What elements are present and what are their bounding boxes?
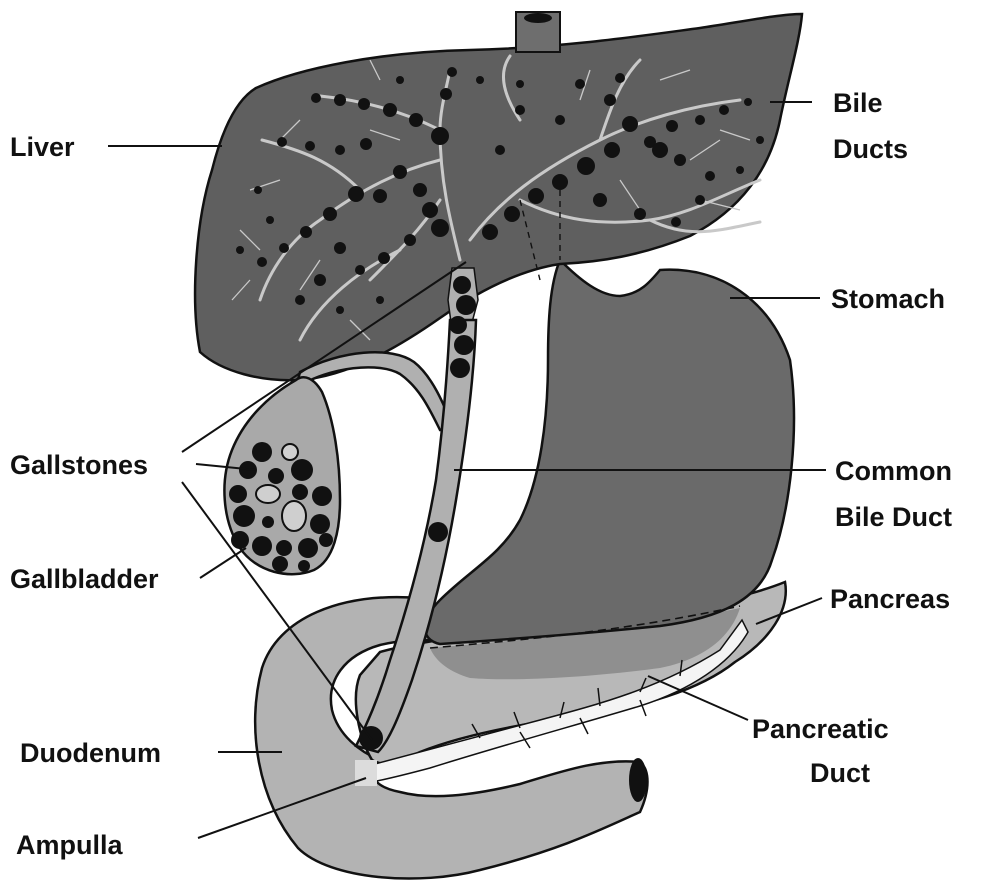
label-stomach: Stomach — [831, 284, 945, 314]
label-gallstones: Gallstones — [10, 450, 148, 480]
ampulla — [355, 760, 377, 786]
liver-vessel-opening — [524, 13, 552, 23]
label-bile-ducts-line2: Ducts — [833, 134, 908, 164]
gallstone-common-bile-duct — [428, 522, 448, 542]
label-ampulla: Ampulla — [16, 830, 123, 860]
label-common-bile-duct-line1: Common — [835, 456, 952, 486]
label-common-bile-duct-line2: Bile Duct — [835, 502, 952, 532]
label-liver: Liver — [10, 132, 75, 162]
label-bile-ducts-line1: Bile — [833, 88, 883, 118]
label-pancreas: Pancreas — [830, 584, 950, 614]
label-pancreatic-duct-line1: Pancreatic — [752, 714, 889, 744]
leader-gallbladder — [200, 548, 246, 578]
label-pancreatic-duct-line2: Duct — [810, 758, 870, 788]
label-gallbladder: Gallbladder — [10, 564, 159, 594]
label-duodenum: Duodenum — [20, 738, 161, 768]
stomach — [425, 260, 794, 644]
duodenum-opening — [629, 758, 647, 802]
